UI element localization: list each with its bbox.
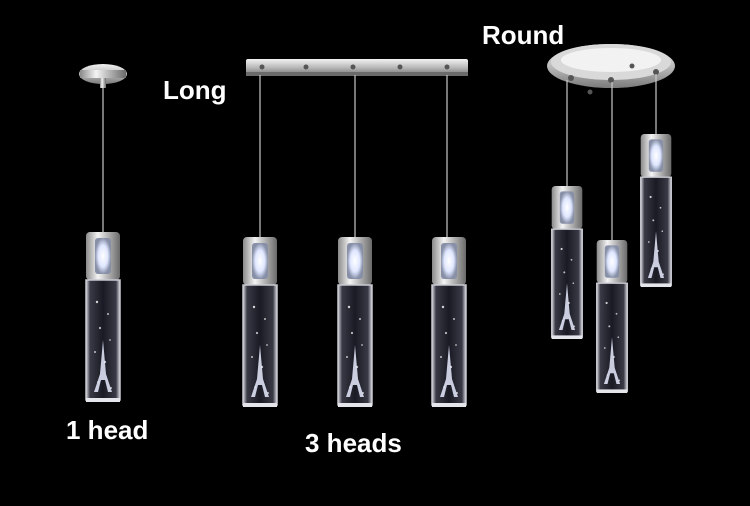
label-round: Round xyxy=(482,20,565,50)
round-canopy-pendant xyxy=(547,44,675,393)
single-pendant xyxy=(79,64,127,402)
label-long: Long xyxy=(163,75,227,105)
label-one-head: 1 head xyxy=(66,415,149,445)
long-bar-pendant xyxy=(243,59,468,407)
label-three-heads: 3 heads xyxy=(305,428,402,458)
